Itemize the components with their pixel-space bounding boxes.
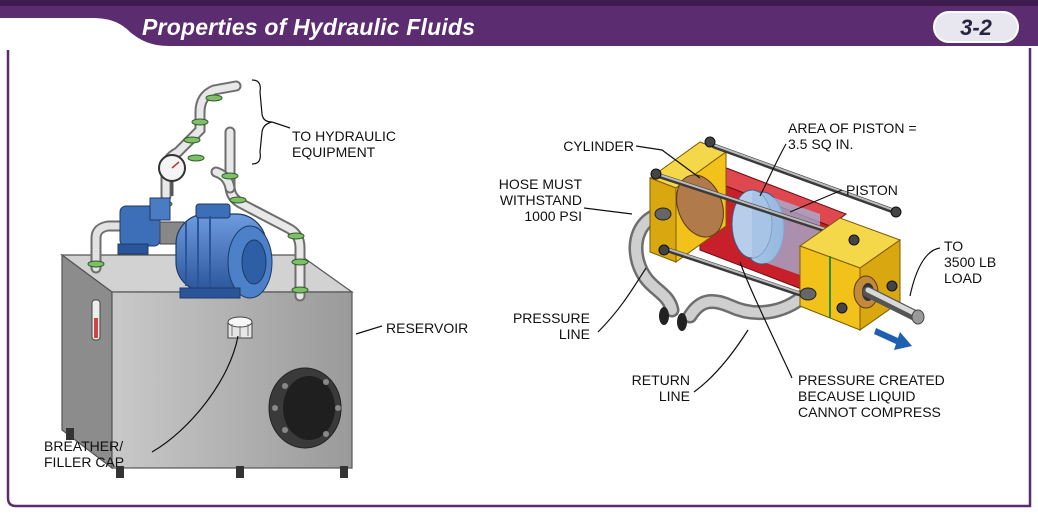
label-return-line: RETURN LINE	[631, 372, 690, 404]
breather-filler-cap	[227, 316, 253, 339]
clean-out-cover	[268, 367, 342, 449]
figure-frame	[6, 48, 1032, 508]
page-title: Properties of Hydraulic Fluids	[142, 14, 476, 40]
electric-motor	[117, 197, 273, 299]
figure-number-badge	[933, 11, 1019, 43]
label-piston: PISTON	[846, 182, 898, 198]
label-reservoir: RESERVOIR	[386, 320, 469, 336]
motion-arrow-icon	[874, 328, 912, 350]
label-cylinder: CYLINDER	[563, 138, 634, 154]
label-breather-filler-cap: BREATHER/ FILLER CAP	[44, 438, 125, 470]
label-to-hydraulic-equipment: TO HYDRAULIC EQUIPMENT	[292, 128, 396, 160]
label-hose-must-withstand: HOSE MUST WITHSTAND 1000 PSI	[498, 176, 582, 224]
label-pressure-created: PRESSURE CREATED BECAUSE LIQUID CANNOT C…	[798, 372, 945, 420]
header-band	[0, 0, 1038, 46]
hydraulic-cylinder	[628, 136, 925, 331]
label-to-3500-lb-load: TO 3500 LB LOAD	[944, 238, 997, 286]
figure-number: 3-2	[960, 15, 992, 40]
pipe-fittings	[87, 94, 309, 294]
label-area-of-piston: AREA OF PISTON = 3.5 SQ IN.	[788, 120, 917, 152]
leader-lines-right	[583, 143, 941, 393]
leader-lines-left	[151, 79, 383, 453]
pressure-gauge-icon	[158, 154, 186, 196]
label-pressure-line: PRESSURE LINE	[512, 310, 590, 342]
